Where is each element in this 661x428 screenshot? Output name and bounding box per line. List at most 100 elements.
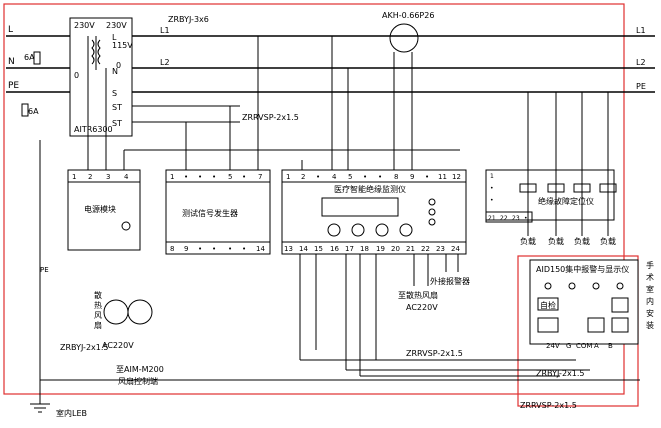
vt-2: 术 xyxy=(646,272,654,282)
monitor-label: 医疗智能绝缘监测仪 xyxy=(334,184,406,194)
main-buses xyxy=(6,35,655,123)
mon-b8: 20 xyxy=(391,245,400,253)
signal-module xyxy=(165,169,271,255)
mon-b5: 17 xyxy=(345,245,354,253)
load-2: 负载 xyxy=(548,236,564,246)
label-fuse1: 6A xyxy=(24,53,35,62)
sig-b5: • xyxy=(228,245,232,253)
mon-t3: • xyxy=(316,173,320,181)
fault-t1: 1 xyxy=(490,173,494,180)
cable-r1: ZRRVSP-2x1.5 xyxy=(406,349,463,358)
fault-b4: • xyxy=(524,215,528,222)
leb-label: 室内LEB xyxy=(56,408,87,418)
aid150-title: AID150集中报警与显示仪 xyxy=(536,264,629,274)
cable-top: ZRBYJ-3x6 xyxy=(168,15,209,24)
mon-t11: 11 xyxy=(438,173,447,181)
to-aim: 至AIM-M200 xyxy=(116,365,164,374)
label-N: N xyxy=(8,57,15,67)
sig-t6: • xyxy=(242,173,246,181)
power-t3: 3 xyxy=(106,173,110,181)
fan-ac220: AC220V xyxy=(102,341,134,350)
load-4: 负载 xyxy=(600,236,616,246)
monitor-btn-2[interactable] xyxy=(351,223,365,237)
mon-t7: • xyxy=(378,173,382,181)
cable-r2: ZRBYJ-2x1.5 xyxy=(536,369,584,378)
mon-b4: 16 xyxy=(330,245,339,253)
label-l1: L1 xyxy=(160,26,170,35)
aid-enter-button[interactable] xyxy=(587,317,605,333)
power-module xyxy=(67,169,141,251)
tr-230a: 230V xyxy=(74,21,95,30)
mon-t2: 2 xyxy=(301,173,305,181)
vt-1: 手 xyxy=(646,260,654,270)
transformer-coil xyxy=(91,36,101,70)
aid-com: COM xyxy=(576,342,592,350)
sig-b1: 8 xyxy=(170,245,174,253)
fan-1-icon xyxy=(103,299,129,325)
power-t2: 2 xyxy=(88,173,92,181)
fault-b3: 23 xyxy=(512,215,520,222)
aid-b: B xyxy=(608,342,613,350)
fault-bottom-terminals: 21 22 23 • xyxy=(485,211,533,223)
mon-b6: 18 xyxy=(360,245,369,253)
tr-model: AITR6300 xyxy=(74,125,113,134)
aid-led-3 xyxy=(592,282,600,290)
signal-bottom-terminals: 8 9 • • • • 14 xyxy=(165,241,271,255)
transformer-box xyxy=(69,17,133,137)
ct-label: AKH-0.66P26 xyxy=(382,11,434,20)
mon-t10: • xyxy=(425,173,429,181)
aid-g: G xyxy=(566,342,571,350)
tr-0a: 0 xyxy=(74,71,79,80)
aid-up-button[interactable] xyxy=(611,297,629,313)
mon-b12: 24 xyxy=(451,245,460,253)
fan-2-icon xyxy=(127,299,153,325)
aid-mute-button[interactable] xyxy=(537,317,559,333)
aid-led-2 xyxy=(568,282,576,290)
mon-b1: 13 xyxy=(284,245,293,253)
right-pe: PE xyxy=(636,82,646,91)
sig-b7: 14 xyxy=(256,245,265,253)
monitor-btn-3[interactable] xyxy=(375,223,389,237)
aid-a: A xyxy=(594,342,599,350)
mon-t4: 4 xyxy=(332,173,337,181)
monitor-module xyxy=(281,169,467,255)
sig-t5: 5 xyxy=(228,173,232,181)
monitor-led-2 xyxy=(428,208,436,216)
fan-text-4: 扇 xyxy=(94,320,102,330)
fault-b1: 21 xyxy=(488,215,496,222)
load-lines xyxy=(527,92,609,236)
cable-r3: ZRRVSP-2x1.5 xyxy=(520,401,577,410)
power-indicator xyxy=(121,221,131,231)
sig-b4: • xyxy=(212,245,216,253)
tr-N: N xyxy=(112,67,118,76)
label-L: L xyxy=(8,25,13,35)
monitor-top-terminals: 1 2 • 4 5 • • 8 9 • 11 12 xyxy=(281,169,467,183)
sig-t2: • xyxy=(184,173,188,181)
monitor-btn-4[interactable] xyxy=(399,223,413,237)
mon-b3: 15 xyxy=(314,245,323,253)
mon-t12: 12 xyxy=(452,173,461,181)
aid-self-test-label: 自检 xyxy=(540,300,556,310)
sig-b3: • xyxy=(198,245,202,253)
tr-115: 115V xyxy=(112,41,133,50)
monitor-display xyxy=(321,197,399,217)
aid-down-button[interactable] xyxy=(611,317,629,333)
power-t1: 1 xyxy=(72,173,76,181)
aid-self-test-button[interactable] xyxy=(537,297,559,311)
monitor-btn-1[interactable] xyxy=(327,223,341,237)
tr-S: S xyxy=(112,89,117,98)
ac220-right: AC220V xyxy=(406,303,438,312)
tr-ST1: ST xyxy=(112,103,122,112)
mon-t8: 8 xyxy=(394,173,398,181)
cable-s: ZRRVSP-2x1.5 xyxy=(242,113,299,122)
monitor-led-1 xyxy=(428,198,436,206)
fault-t3: • xyxy=(490,197,494,204)
sig-t3: • xyxy=(198,173,202,181)
fault-locator-label: 绝缘故障定位仪 xyxy=(538,196,594,206)
mon-b11: 23 xyxy=(436,245,445,253)
ext-alarm: 外接报警器 xyxy=(430,276,470,286)
fan-text-3: 风 xyxy=(94,311,102,320)
fault-b2: 22 xyxy=(500,215,508,222)
pe-left: PE xyxy=(40,266,49,274)
